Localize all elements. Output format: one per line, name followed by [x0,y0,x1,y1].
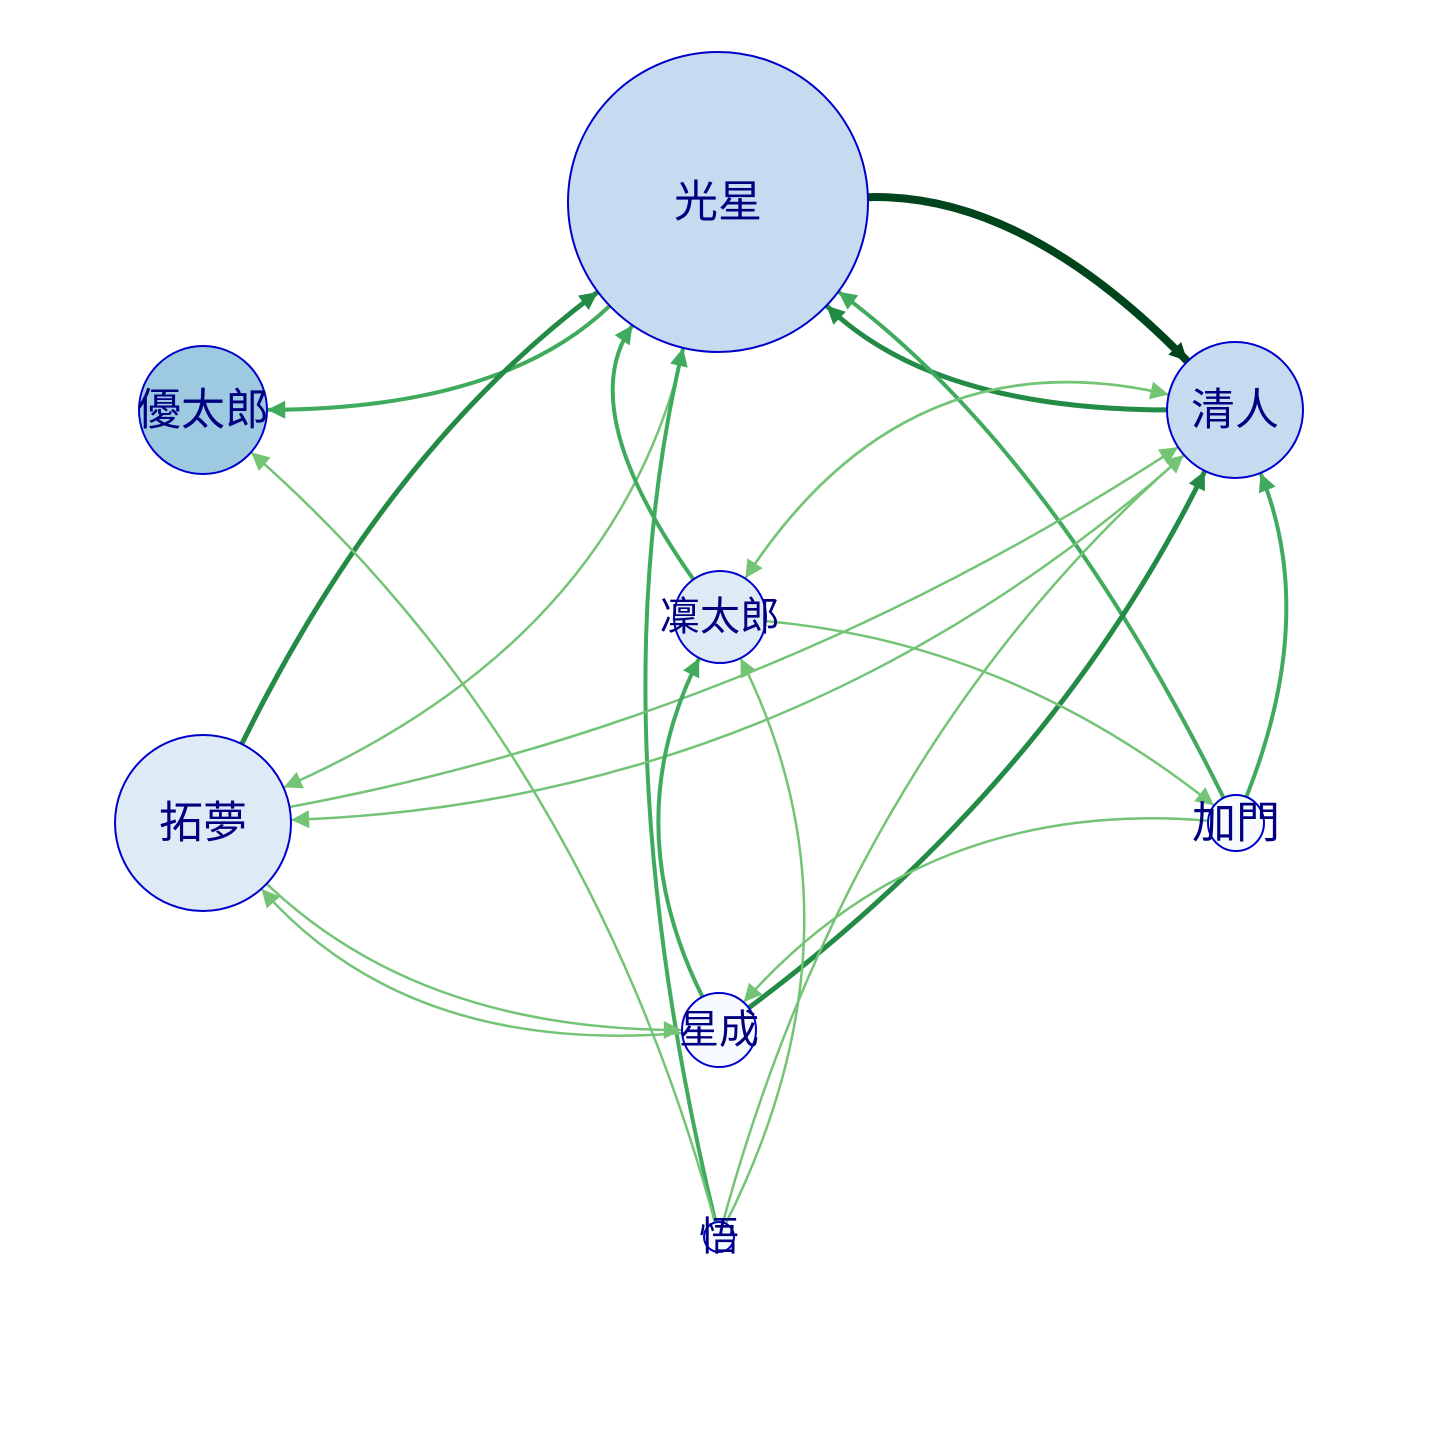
edge-takumu-to-hoshinari [265,882,682,1039]
node-kousei[interactable]: 光星 [567,51,869,353]
edge-satoru-to-yutaro [251,452,717,1224]
edge-satoru-to-rintaro [724,658,806,1225]
edge-kamon-to-hoshinari [743,817,1210,1003]
node-satoru-label: 悟 [699,1214,739,1260]
edge-satoru-to-kiyoto [721,454,1184,1224]
edge-satoru-to-kousei [643,347,718,1225]
node-kamon-label: 加門 [1192,798,1280,849]
node-yutaro-circle [138,345,268,475]
edge-kamon-to-kousei [837,290,1226,800]
node-rintaro-circle [673,570,767,664]
node-takumu-circle [114,734,292,912]
edge-kousei-to-takumu [283,346,686,789]
edge-rintaro-to-kiyoto [743,380,1169,580]
node-rintaro[interactable]: 凜太郎 [660,570,780,664]
node-rintaro-label: 凜太郎 [660,594,780,640]
node-takumu-label: 拓夢 [159,798,247,849]
node-yutaro[interactable]: 優太郎 [137,345,269,475]
edge-takumu-to-kousei [239,290,599,747]
node-kiyoto[interactable]: 清人 [1166,341,1304,479]
edge-hoshinari-to-kiyoto [746,470,1207,1011]
edge-kiyoto-to-rintaro [744,381,1171,579]
edge-rintaro-to-kamon [764,619,1214,806]
node-kiyoto-label: 清人 [1191,385,1279,436]
node-kiyoto-circle [1166,341,1304,479]
node-hoshinari-label: 星成 [679,1007,759,1053]
node-kamon[interactable]: 加門 [1192,794,1280,852]
edge-kiyoto-to-kousei [825,304,1170,413]
node-satoru[interactable]: 悟 [699,1214,739,1260]
node-hoshinari-circle [681,992,757,1068]
edges-layer [239,193,1289,1225]
node-kousei-circle [567,51,869,353]
edge-hoshinari-to-takumu [261,888,684,1037]
edge-kousei-to-yutaro [267,303,612,419]
node-satoru-circle [703,1221,735,1253]
node-takumu[interactable]: 拓夢 [114,734,292,912]
edge-kiyoto-to-takumu [291,453,1186,829]
edge-kousei-to-kiyoto [863,193,1191,364]
node-hoshinari[interactable]: 星成 [679,992,759,1068]
edge-kamon-to-kiyoto [1244,472,1289,799]
edge-hoshinari-to-rintaro [656,657,705,999]
node-kamon-circle [1207,794,1265,852]
node-yutaro-label: 優太郎 [137,385,269,436]
edge-rintaro-to-kousei [610,324,696,582]
node-kousei-label: 光星 [674,177,762,228]
